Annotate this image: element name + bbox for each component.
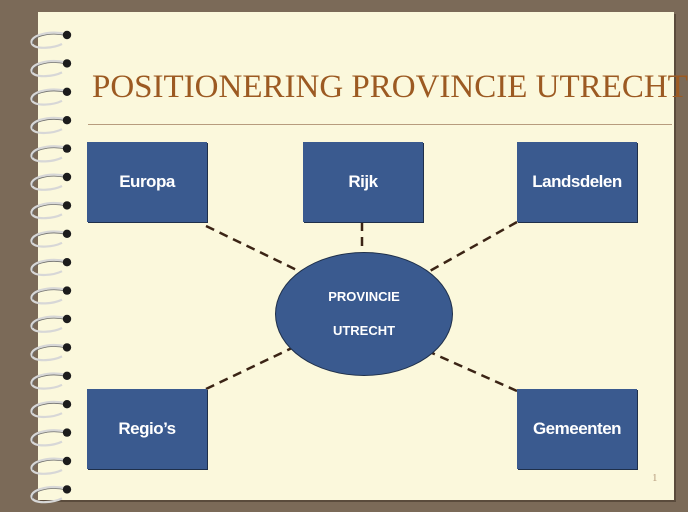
node-europa: Europa — [87, 142, 207, 222]
connector-landsdelen — [427, 220, 518, 274]
spiral-ring — [30, 456, 72, 475]
center-node-line-1: PROVINCIE — [328, 289, 400, 304]
node-landsdelen-label: Landsdelen — [532, 172, 622, 191]
spiral-ring — [30, 172, 72, 191]
spiral-ring — [30, 229, 72, 248]
center-node-provincie-utrecht: PROVINCIE UTRECHT — [275, 252, 453, 376]
connector-regios — [205, 345, 295, 391]
spiral-ring — [30, 343, 72, 362]
node-europa-label: Europa — [119, 172, 175, 191]
spiral-ring — [30, 30, 72, 49]
node-gemeenten: Gemeenten — [517, 389, 637, 469]
spiral-ring — [30, 87, 72, 106]
spiral-ring — [30, 428, 72, 447]
spiral-ring — [30, 201, 72, 220]
spiral-ring — [30, 144, 72, 163]
node-regios-label: Regio’s — [118, 419, 176, 438]
connector-europa — [205, 224, 306, 276]
spiral-ring — [30, 116, 72, 135]
spiral-ring — [30, 258, 72, 277]
spiral-ring — [30, 485, 72, 504]
spiral-binding — [30, 30, 72, 504]
node-rijk: Rijk — [303, 142, 423, 222]
page-number: 1 — [652, 472, 658, 484]
connector-gemeenten — [431, 351, 518, 393]
slide-title: POSITIONERING PROVINCIE UTRECHT — [92, 69, 688, 105]
node-landsdelen: Landsdelen — [517, 142, 637, 222]
node-rijk-label: Rijk — [348, 172, 378, 191]
spiral-ring — [30, 314, 72, 333]
title-divider — [88, 124, 672, 125]
node-regios: Regio’s — [87, 389, 207, 469]
spiral-ring — [30, 59, 72, 78]
spiral-ring — [30, 400, 72, 419]
spiral-ring — [30, 371, 72, 390]
node-gemeenten-label: Gemeenten — [532, 419, 622, 438]
center-node-line-2: UTRECHT — [332, 323, 396, 338]
spiral-ring — [30, 286, 72, 305]
